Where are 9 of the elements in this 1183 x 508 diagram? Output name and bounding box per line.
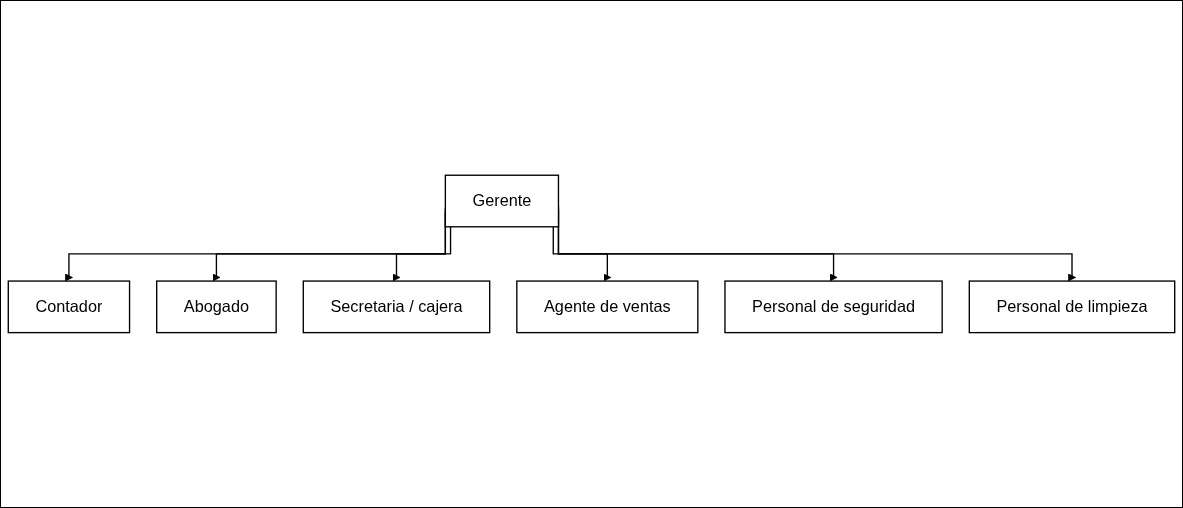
node-box: Personal de seguridad bbox=[724, 280, 943, 334]
node-box: Contador bbox=[7, 280, 131, 334]
node-box: Abogado bbox=[156, 280, 277, 334]
node-box: Gerente bbox=[444, 174, 560, 228]
node-box: Secretaria / cajera bbox=[302, 280, 491, 334]
arrow bbox=[392, 226, 452, 282]
node-box: Agente de ventas bbox=[516, 280, 699, 334]
node-box: Personal de limpieza bbox=[968, 280, 1176, 334]
arrow bbox=[552, 226, 612, 282]
